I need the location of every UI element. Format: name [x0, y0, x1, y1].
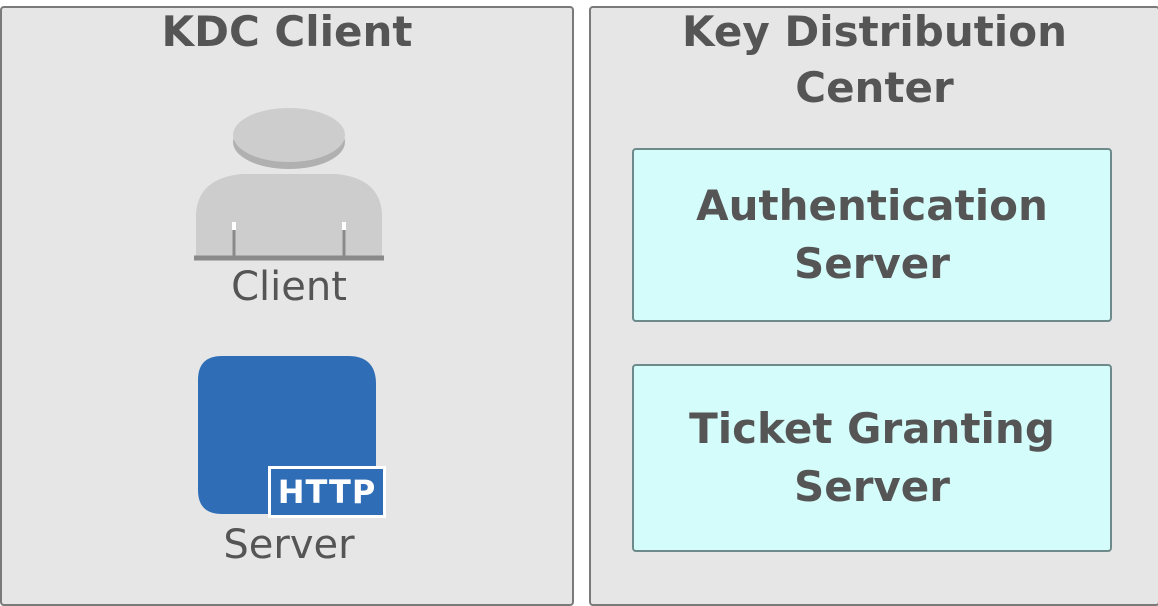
- authentication-server-box: Authentication Server: [632, 148, 1112, 322]
- client-label: Client: [231, 264, 347, 310]
- authentication-server-line2: Server: [793, 239, 951, 288]
- server-icon: [198, 356, 378, 516]
- ticket-granting-server-line1: Ticket Granting: [689, 404, 1055, 453]
- kdc-title-line1: Key Distribution: [682, 7, 1067, 56]
- http-badge: HTTP: [268, 466, 386, 518]
- authentication-server-line1: Authentication: [696, 181, 1048, 230]
- kdc-title: Key Distribution Center: [589, 4, 1158, 116]
- user-icon: [194, 104, 384, 264]
- ticket-granting-server-box: Ticket Granting Server: [632, 364, 1112, 552]
- server-label: Server: [223, 522, 355, 568]
- kdc-client-title: KDC Client: [161, 7, 413, 56]
- kdc-title-line2: Center: [795, 63, 954, 112]
- ticket-granting-server-line2: Server: [793, 462, 951, 511]
